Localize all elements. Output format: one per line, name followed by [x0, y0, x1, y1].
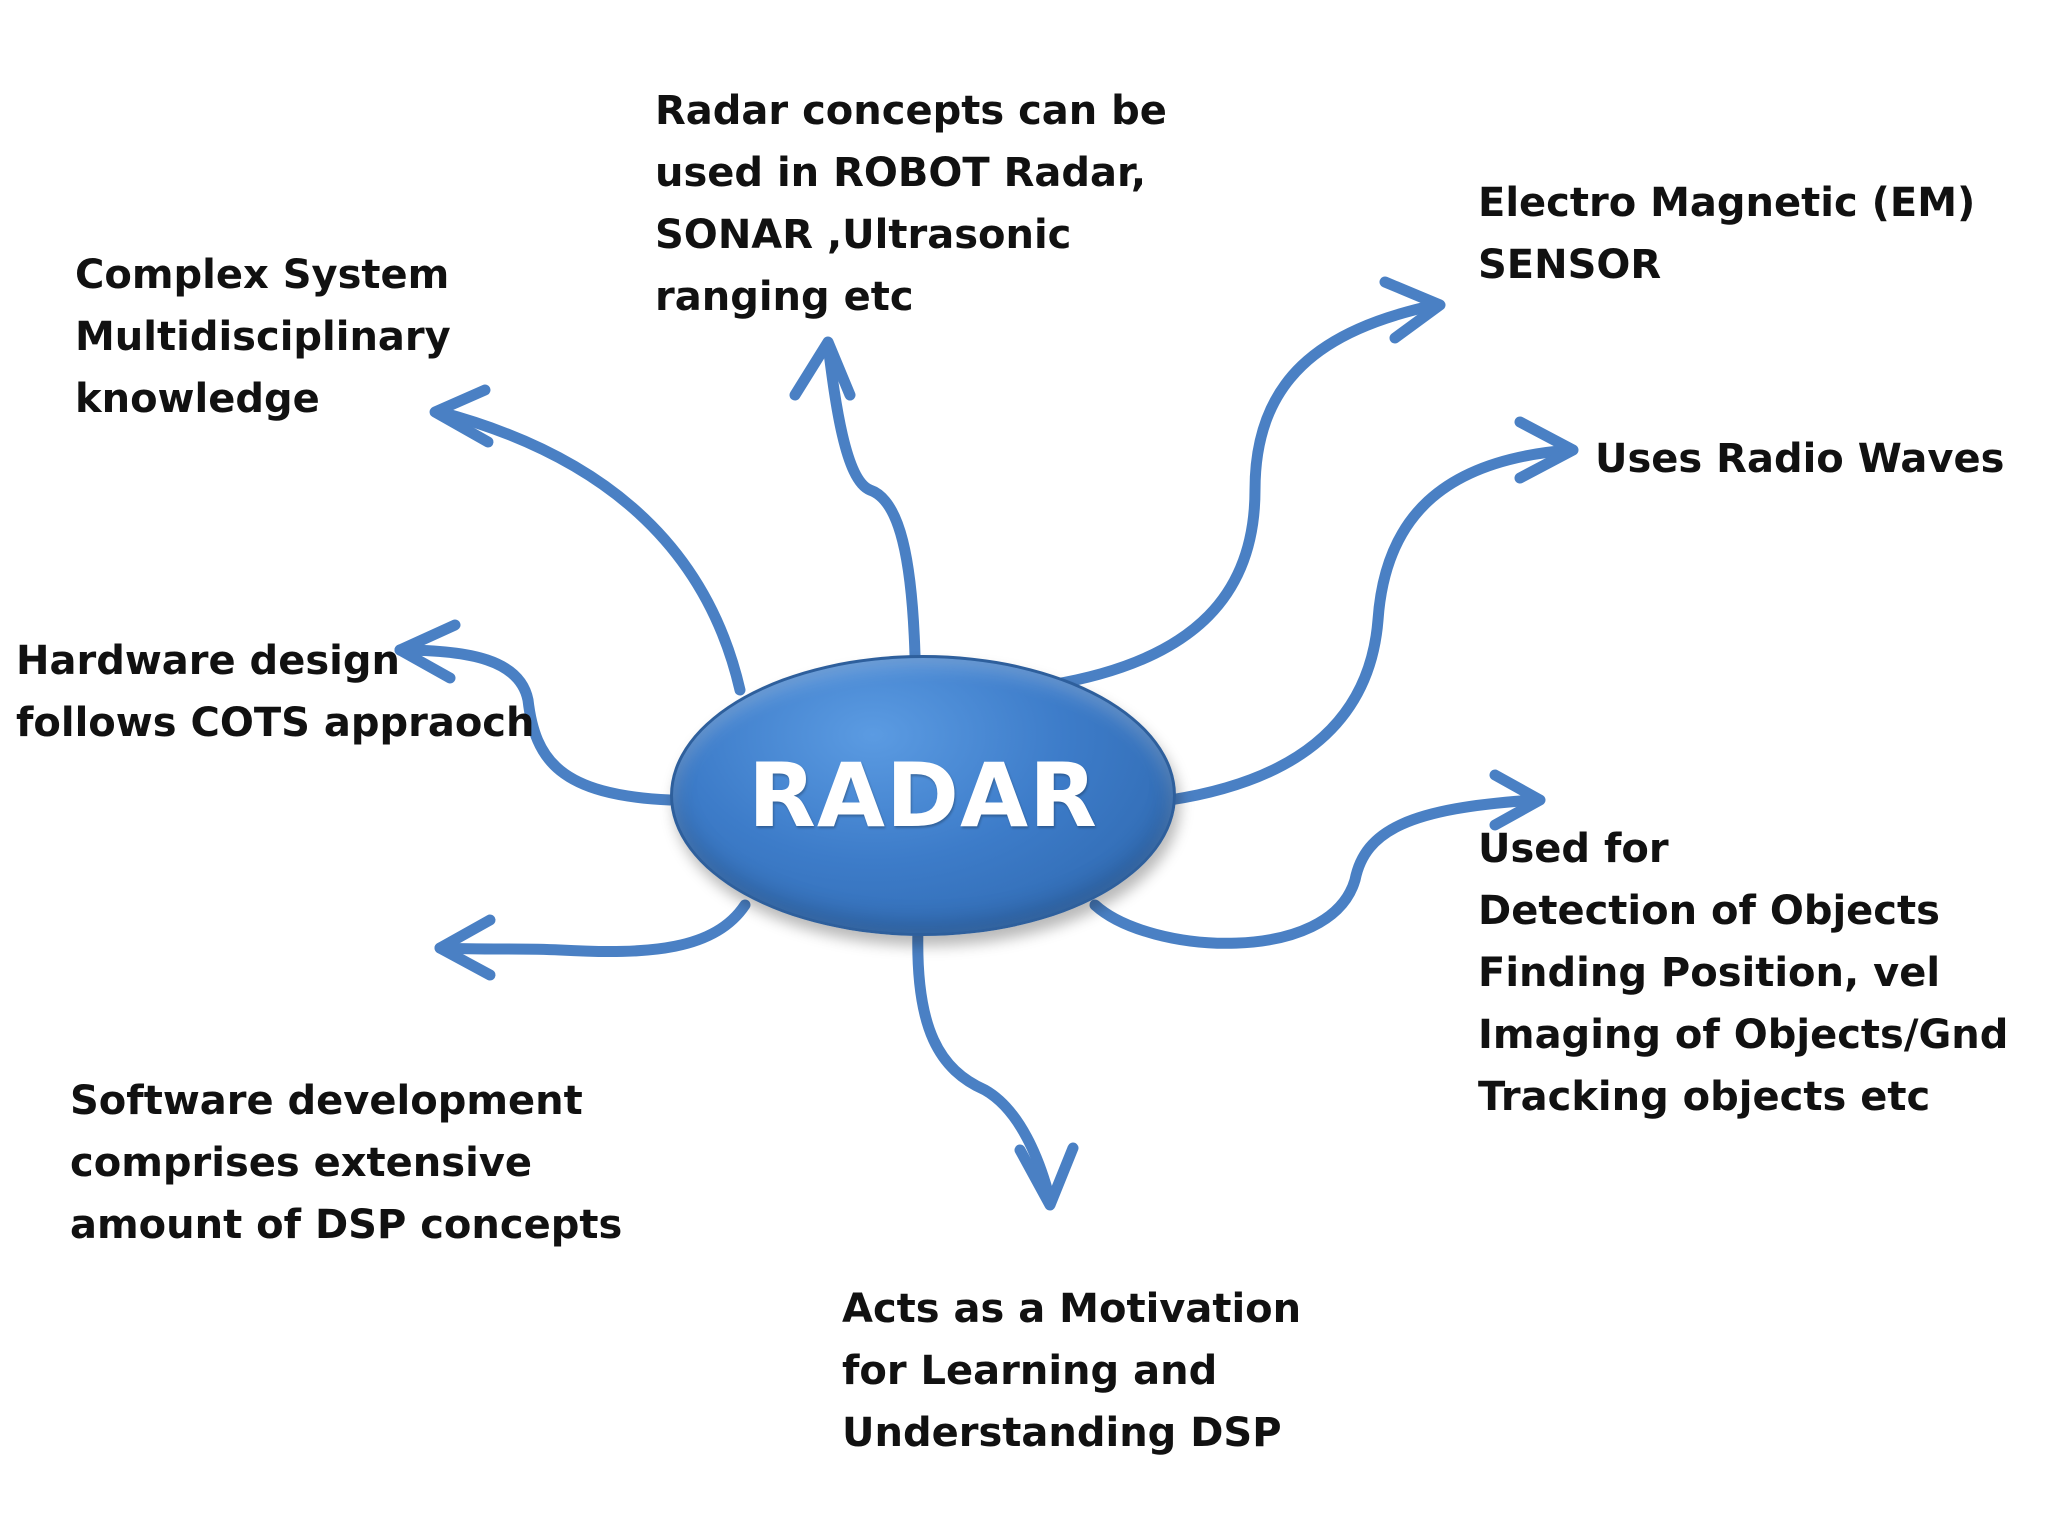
branch-radio-label: Uses Radio Waves — [1595, 428, 2004, 490]
arrowhead-used — [1489, 769, 1546, 831]
arrow-to-motivation — [912, 922, 1056, 1206]
label-line: Radar concepts can be — [655, 88, 1167, 134]
arrowhead-software — [434, 914, 496, 981]
arrow-to-em — [1044, 299, 1441, 691]
label-line: amount of DSP concepts — [70, 1202, 623, 1248]
label-line: ranging etc — [655, 274, 914, 320]
label-line: knowledge — [75, 376, 320, 422]
branch-robot-label: Radar concepts can be used in ROBOT Rada… — [655, 80, 1167, 328]
arrow-to-robot — [822, 339, 921, 661]
arrowhead-radio — [1514, 416, 1579, 484]
arrowhead-complex — [429, 384, 494, 448]
label-line: Hardware design — [16, 638, 400, 684]
branch-em-label: Electro Magnetic (EM) SENSOR — [1478, 172, 1975, 296]
label-line: comprises extensive — [70, 1140, 532, 1186]
label-line: Detection of Objects — [1478, 888, 1940, 934]
label-line: used in ROBOT Radar, — [655, 150, 1147, 196]
label-line: Software development — [70, 1078, 583, 1124]
branch-used-for-label: Used for Detection of Objects Finding Po… — [1478, 818, 2008, 1128]
branch-complex-label: Complex System Multidisciplinary knowled… — [75, 244, 451, 430]
label-line: Complex System — [75, 252, 450, 298]
arrow-to-used — [1089, 794, 1541, 949]
label-line: Tracking objects etc — [1478, 1074, 1931, 1120]
radar-center-node: RADAR — [670, 655, 1176, 936]
label-line: SONAR ,Ultrasonic — [655, 212, 1072, 258]
label-line: Understanding DSP — [842, 1410, 1282, 1456]
branch-hardware-label: Hardware design follows COTS appraoch — [16, 630, 535, 754]
arrow-to-radio — [1164, 444, 1576, 806]
arrowhead-hardware — [394, 619, 461, 684]
label-line: follows COTS appraoch — [16, 700, 535, 746]
label-line: Acts as a Motivation — [842, 1286, 1302, 1332]
branch-motivation-label: Acts as a Motivation for Learning and Un… — [842, 1278, 1301, 1464]
label-line: Imaging of Objects/Gnd — [1478, 1012, 2009, 1058]
arrowhead-motivation — [1014, 1142, 1079, 1211]
label-line: Finding Position, vel — [1478, 950, 1941, 996]
arrow-to-complex — [434, 406, 746, 696]
label-line: Uses Radio Waves — [1595, 436, 2005, 482]
label-line: Used for — [1478, 826, 1669, 872]
label-line: for Learning and — [842, 1348, 1218, 1394]
center-label: RADAR — [748, 744, 1098, 847]
arrowhead-em — [1379, 276, 1446, 344]
label-line: Electro Magnetic (EM) — [1478, 180, 1976, 226]
arrow-to-software — [434, 899, 751, 958]
label-line: SENSOR — [1478, 242, 1662, 288]
label-line: Multidisciplinary — [75, 314, 451, 360]
arrowhead-robot — [789, 336, 856, 401]
arrow-to-hardware — [394, 644, 676, 806]
branch-software-label: Software development comprises extensive… — [70, 1070, 622, 1256]
